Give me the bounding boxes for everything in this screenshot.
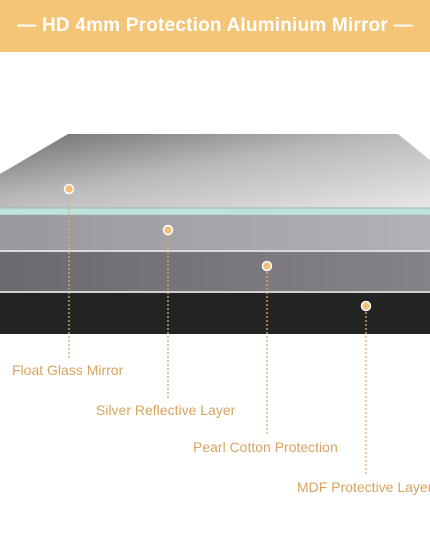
label-mdf-protective-layer: MDF Protective Layer <box>297 479 430 495</box>
pearl-cotton-layer <box>0 252 430 292</box>
silver-reflective-layer <box>0 215 430 251</box>
glass-edge <box>0 208 430 215</box>
banner-title: — HD 4mm Protection Aluminium Mirror — <box>17 15 413 36</box>
title-banner: — HD 4mm Protection Aluminium Mirror — <box>0 0 430 52</box>
mdf-layer <box>0 293 430 334</box>
marker-silver <box>162 224 174 236</box>
label-float-glass-mirror: Float Glass Mirror <box>12 362 124 378</box>
label-silver-reflective-layer: Silver Reflective Layer <box>96 402 236 418</box>
label-pearl-cotton-protection: Pearl Cotton Protection <box>193 439 338 455</box>
mirror-top-surface <box>0 134 430 208</box>
marker-float-glass <box>63 183 75 195</box>
marker-pearl <box>261 260 273 272</box>
marker-mdf <box>360 300 372 312</box>
